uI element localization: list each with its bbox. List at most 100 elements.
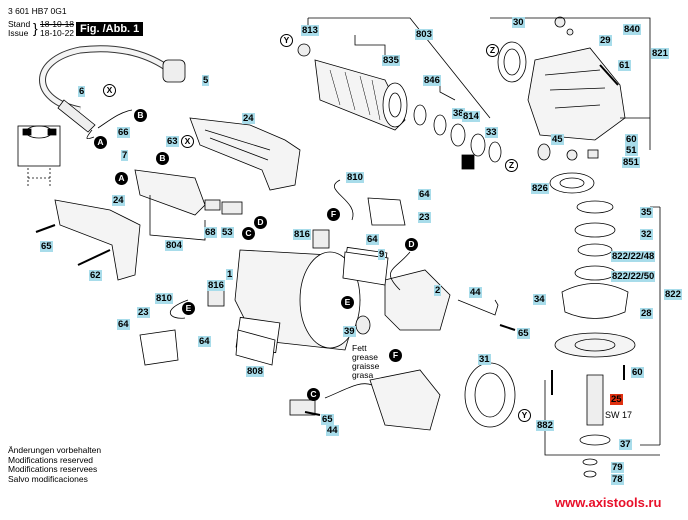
part-label-803[interactable]: 803 [415,29,433,40]
part-label-38[interactable]: 38 [452,108,465,119]
connector-marker-z: Z [486,44,499,57]
part-label-7[interactable]: 7 [121,150,129,161]
connector-marker-d: D [405,238,418,251]
part-label-816[interactable]: 816 [293,229,311,240]
field-coil [384,269,451,331]
gear-housing [527,47,626,141]
part-label-24[interactable]: 24 [242,113,255,124]
part-label-51[interactable]: 51 [625,145,638,156]
part-label-29[interactable]: 29 [599,35,612,46]
part-label-814[interactable]: 814 [462,111,480,122]
part-label-79[interactable]: 79 [611,462,624,473]
part-label-804[interactable]: 804 [165,240,183,251]
part-label-62[interactable]: 62 [89,270,102,281]
part-label-64[interactable]: 64 [117,319,130,330]
part-label-822[interactable]: 822 [664,289,682,300]
part-label-2[interactable]: 2 [434,285,442,296]
part-label-65[interactable]: 65 [517,328,530,339]
part-label-60[interactable]: 60 [625,134,638,145]
plug [162,59,186,83]
part-label-808[interactable]: 808 [246,366,264,377]
connector-marker-x: X [181,135,194,148]
spindle [586,374,604,426]
connector-marker-a: A [115,172,128,185]
switch-bracket [134,169,206,216]
part-label-44[interactable]: 44 [326,425,339,436]
part-number: 3 601 HB7 0G1 [8,6,67,16]
nameplate-808 [235,329,276,366]
connector-marker-e: E [182,302,195,315]
part-label-31[interactable]: 31 [478,354,491,365]
part-label-39[interactable]: 39 [343,326,356,337]
part-label-66[interactable]: 66 [117,127,130,138]
part-label-64[interactable]: 64 [198,336,211,347]
part-label-835[interactable]: 835 [382,55,400,66]
part-label-822-22-48[interactable]: 822/22/48 [611,251,656,262]
part-label-25[interactable]: 25 [610,394,623,405]
footer-notes: Änderungen vorbehalten Modifications res… [8,445,102,484]
part-label-5[interactable]: 5 [202,75,210,86]
part-label-63[interactable]: 63 [166,136,179,147]
stand-label: Stand [8,19,31,29]
connector-marker-e: E [341,296,354,309]
part-label-882[interactable]: 882 [536,420,554,431]
part-label-851[interactable]: 851 [622,157,640,168]
grease-note: Fett grease graisse grasa [352,343,380,380]
part-label-60[interactable]: 60 [631,367,644,378]
new-date: 18-10-22 [40,28,75,38]
connector-marker-z: Z [505,159,518,172]
connector-marker-f: F [327,208,340,221]
part-label-64[interactable]: 64 [418,189,431,200]
part-label-810[interactable]: 810 [155,293,173,304]
part-label-23[interactable]: 23 [137,307,150,318]
part-label-45[interactable]: 45 [551,134,564,145]
issue-label: Issue [8,28,29,38]
part-label-23[interactable]: 23 [418,212,431,223]
rear-handle [189,117,301,191]
part-label-68[interactable]: 68 [204,227,217,238]
part-label-9[interactable]: 9 [378,249,386,260]
part-label-813[interactable]: 813 [301,25,319,36]
website-link[interactable]: www.axistools.ru [555,495,662,510]
part-label-33[interactable]: 33 [485,127,498,138]
brace: } [33,20,38,36]
connector-marker-b: B [156,152,169,165]
part-label-826[interactable]: 826 [531,183,549,194]
part-label-35[interactable]: 35 [640,207,653,218]
part-label-32[interactable]: 32 [640,229,653,240]
connector-marker-b: B [134,109,147,122]
part-label-44[interactable]: 44 [469,287,482,298]
part-label-64[interactable]: 64 [366,234,379,245]
gear [549,172,595,194]
part-label-28[interactable]: 28 [640,308,653,319]
part-label-37[interactable]: 37 [619,439,632,450]
part-label-810[interactable]: 810 [346,172,364,183]
part-label-78[interactable]: 78 [611,474,624,485]
part-label-6[interactable]: 6 [78,86,86,97]
figure-label: Fig. /Abb. 1 [76,22,144,36]
connector-marker-a: A [94,136,107,149]
part-label-53[interactable]: 53 [221,227,234,238]
part-label-65[interactable]: 65 [321,414,334,425]
connector-marker-c: C [307,388,320,401]
connector-marker-y: Y [518,409,531,422]
part-label-61[interactable]: 61 [618,60,631,71]
wrench-size: SW 17 [605,410,633,420]
part-label-821[interactable]: 821 [651,48,669,59]
connector-marker-x: X [103,84,116,97]
part-label-30[interactable]: 30 [512,17,525,28]
part-label-822-22-50[interactable]: 822/22/50 [611,271,656,282]
part-label-1[interactable]: 1 [226,269,234,280]
old-date: 18-10-18 [40,19,75,29]
connector-marker-d: D [254,216,267,229]
part-label-34[interactable]: 34 [533,294,546,305]
bearing-35 [576,200,614,214]
part-label-24[interactable]: 24 [112,195,125,206]
bearing-flange [554,332,636,358]
part-label-846[interactable]: 846 [423,75,441,86]
connector-marker-f: F [389,349,402,362]
part-label-840[interactable]: 840 [623,24,641,35]
part-label-65[interactable]: 65 [40,241,53,252]
part-label-816[interactable]: 816 [207,280,225,291]
